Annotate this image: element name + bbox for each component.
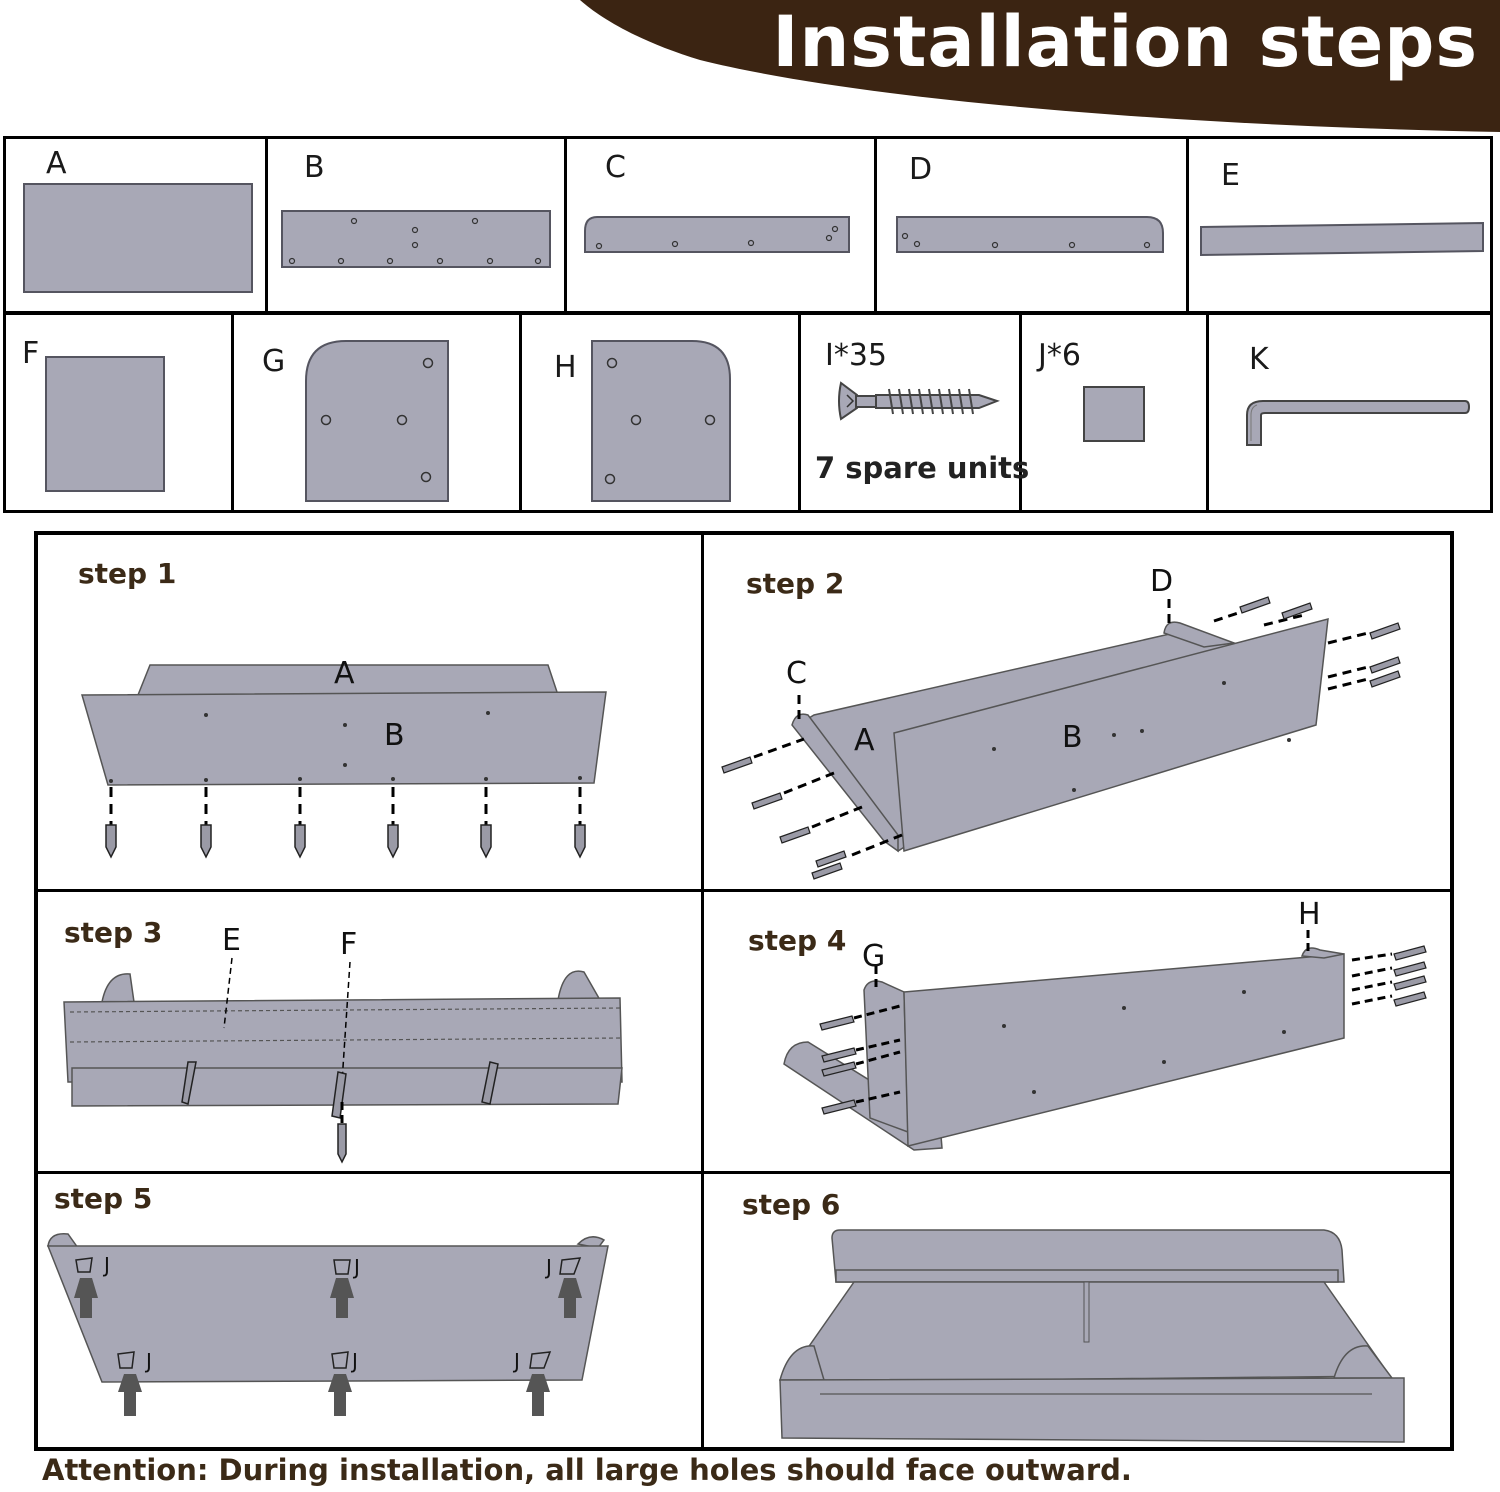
part-c-label: C <box>605 150 626 185</box>
screw-icon <box>838 381 1000 421</box>
step-2-label-c: C <box>786 656 807 691</box>
step-4-label-h: H <box>1298 897 1321 932</box>
part-e-label: E <box>1221 158 1240 193</box>
step-2-label-b: B <box>1062 720 1083 755</box>
j-marker-2: J <box>352 1255 360 1279</box>
step-2-cell: step 2 A B C D <box>704 535 1454 892</box>
step-6-label: step 6 <box>742 1188 841 1221</box>
part-g-panel <box>305 340 449 502</box>
part-e-cell: E <box>1189 139 1490 311</box>
part-g-label: G <box>262 344 286 379</box>
part-k-label: K <box>1249 342 1269 377</box>
step-6-cell: step 6 <box>704 1174 1454 1451</box>
step-5-diagram: J J J J J J <box>46 1233 609 1416</box>
part-c-panel <box>584 216 850 253</box>
part-a-cell: A <box>6 139 268 311</box>
j-marker-6: J <box>512 1349 520 1373</box>
header-band <box>580 0 1500 132</box>
attention-note: Attention: During installation, all larg… <box>42 1453 1132 1487</box>
step-2-label: step 2 <box>746 567 845 600</box>
part-i-label: I*35 <box>825 338 888 373</box>
page-title: Installation steps <box>772 1 1478 83</box>
step-4-label-g: G <box>862 939 885 974</box>
part-h-panel <box>591 340 731 502</box>
part-j-label: J*6 <box>1038 338 1081 373</box>
part-c-cell: C <box>567 139 877 311</box>
step-1-label: step 1 <box>78 557 177 590</box>
part-a-panel <box>23 183 253 293</box>
step-2-diagram: A B C D <box>721 564 1401 880</box>
part-j-cell: J*6 <box>1022 315 1209 510</box>
part-h-label: H <box>554 350 577 385</box>
step-6-diagram <box>779 1229 1405 1443</box>
step-4-label: step 4 <box>748 924 847 957</box>
part-b-label: B <box>304 150 325 185</box>
step-1-label-a: A <box>334 656 355 691</box>
step-1-label-b: B <box>384 718 405 753</box>
step-3-label-f: F <box>340 927 357 962</box>
j-marker-1: J <box>102 1253 110 1277</box>
part-a-label: A <box>46 146 67 181</box>
part-j-block <box>1083 386 1145 442</box>
part-d-label: D <box>909 152 933 187</box>
up-arrow-icons <box>74 1278 582 1416</box>
j-marker-3: J <box>544 1255 552 1279</box>
part-h-cell: H <box>522 315 801 510</box>
part-d-panel <box>896 216 1164 253</box>
part-f-label: F <box>22 336 40 371</box>
step-3-diagram: E F <box>63 923 623 1164</box>
step-5-cell: step 5 J J J J J J <box>38 1174 704 1451</box>
part-b-panel <box>281 210 551 268</box>
step-2-label-d: D <box>1150 564 1173 599</box>
spare-units-note: 7 spare units <box>815 451 1030 485</box>
part-f-panel <box>45 356 165 492</box>
step-4-diagram: G H <box>783 897 1427 1151</box>
part-b-cell: B <box>268 139 567 311</box>
part-e-panel <box>1200 221 1484 257</box>
steps-grid: step 1 A B <box>34 531 1454 1451</box>
j-marker-5: J <box>350 1349 358 1373</box>
part-f-cell: F <box>6 315 234 510</box>
allen-key-icon <box>1246 400 1471 446</box>
part-g-cell: G <box>234 315 522 510</box>
part-i-cell: I*35 7 spare units <box>801 315 1029 510</box>
step-2-label-a: A <box>854 723 875 758</box>
step-3-cell: step 3 E F <box>38 892 704 1174</box>
part-d-cell: D <box>877 139 1189 311</box>
step-5-label: step 5 <box>54 1182 153 1215</box>
j-marker-4: J <box>144 1349 152 1373</box>
step-3-label-e: E <box>222 923 241 958</box>
step-4-cell: step 4 G H <box>704 892 1454 1174</box>
parts-row-2: F G H I*35 <box>3 312 1493 513</box>
step-1-diagram: A B <box>81 656 607 859</box>
step-3-label: step 3 <box>64 916 163 949</box>
step-1-cell: step 1 A B <box>38 535 704 892</box>
parts-row-1: A B C D <box>3 136 1493 314</box>
part-k-cell: K <box>1209 315 1490 510</box>
